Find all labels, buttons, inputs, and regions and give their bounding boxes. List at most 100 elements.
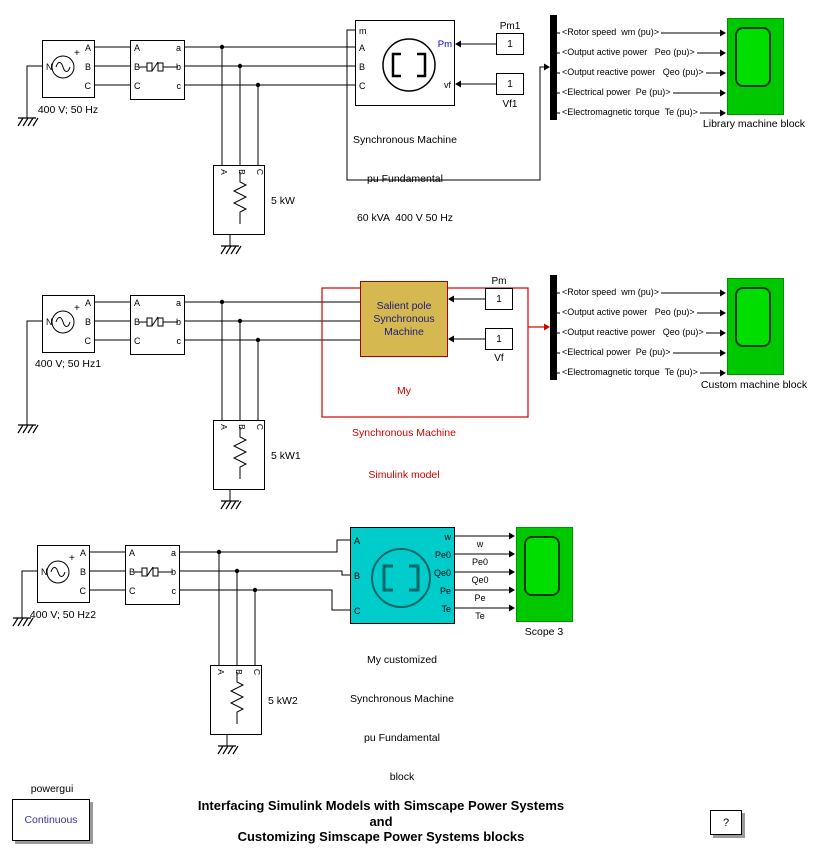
load-block-row3[interactable]: A B C xyxy=(210,665,262,735)
signal-label: <Rotor speed wm (pu)> xyxy=(560,287,662,298)
scope-block-row3[interactable] xyxy=(516,527,573,622)
three-phase-source-block-row3[interactable]: N + A B C xyxy=(37,545,90,603)
breaker-block-row1[interactable]: A B C a b c xyxy=(130,40,185,100)
powergui-title: powergui xyxy=(30,783,74,795)
port-b: B xyxy=(234,669,244,675)
port-b: B xyxy=(134,62,141,72)
port-b: B xyxy=(129,567,136,577)
signal-label: <Output active power Peo (pu)> xyxy=(560,307,697,318)
scope-label-row1: Library machine block xyxy=(702,118,806,130)
load-label-row3: 5 kW2 xyxy=(268,695,298,707)
wire-label-pe0: Pe0 xyxy=(462,557,498,568)
polarity-plus: + xyxy=(69,553,75,564)
three-phase-source-block-row2[interactable]: N + A B C xyxy=(42,295,95,353)
port-b: B xyxy=(84,62,91,72)
port-a: A xyxy=(354,536,361,546)
port-a: A xyxy=(84,43,91,53)
port-c: C xyxy=(134,336,141,346)
wire-label-te: Te xyxy=(462,611,498,622)
breaker-block-row3[interactable]: A B C a b c xyxy=(125,545,180,605)
port-c: C xyxy=(359,81,366,91)
port-a-out: a xyxy=(175,298,181,308)
signal-label: <Rotor speed wm (pu)> xyxy=(560,27,662,38)
constant-vf-block[interactable]: 1 xyxy=(485,328,513,350)
scope-label-row2: Custom machine block xyxy=(700,379,808,391)
constant-pm1-block[interactable]: 1 xyxy=(496,33,524,55)
wire-label-w: w xyxy=(462,539,498,550)
port-c-out: c xyxy=(176,81,182,91)
constant-pm-block[interactable]: 1 xyxy=(485,288,513,310)
signal-label: <Electrical power Pe (pu)> xyxy=(560,347,673,358)
help-button[interactable]: ? xyxy=(710,810,742,835)
port-a: A xyxy=(129,548,136,558)
port-b-out: b xyxy=(175,62,181,72)
port-a-out: a xyxy=(175,43,181,53)
block-text-line: Synchronous xyxy=(373,312,435,325)
customized-machine-block-row3[interactable]: A B C w Pe0 Qe0 Pe Te xyxy=(350,527,455,624)
scope-screen xyxy=(735,287,771,347)
port-a: A xyxy=(79,548,86,558)
port-te: Te xyxy=(441,604,451,614)
scope-block-row1[interactable] xyxy=(727,18,784,115)
scope-screen xyxy=(524,536,560,596)
port-a: A xyxy=(216,669,226,675)
port-a-out: a xyxy=(170,548,176,558)
scope-label-row3: Scope 3 xyxy=(524,626,564,638)
load-block-row1[interactable]: A B C xyxy=(213,165,265,235)
powergui-mode: Continuous xyxy=(24,814,78,826)
load-label-row2: 5 kW1 xyxy=(271,450,301,462)
source-label-row2: 400 V; 50 Hz1 xyxy=(34,358,102,370)
port-c: C xyxy=(129,586,136,596)
breaker-block-row2[interactable]: A B C a b c xyxy=(130,295,185,355)
synchronous-machine-block-row1[interactable]: m A B C Pm vf xyxy=(355,20,455,106)
port-qe0: Qe0 xyxy=(433,568,451,578)
polarity-plus: + xyxy=(74,303,80,314)
port-a: A xyxy=(359,43,366,53)
bus-selector-row2[interactable] xyxy=(550,275,557,380)
machine-winding-icon xyxy=(382,38,436,92)
port-b: B xyxy=(84,317,91,327)
port-b: B xyxy=(134,317,141,327)
bus-selector-row1[interactable] xyxy=(550,15,557,120)
custom-simulink-machine-block[interactable]: Salient pole Synchronous Machine xyxy=(360,281,448,357)
port-pm: Pm xyxy=(437,39,452,50)
constant-vf-label: Vf xyxy=(494,353,504,364)
port-b: B xyxy=(237,169,247,175)
port-b-out: b xyxy=(175,317,181,327)
port-b: B xyxy=(354,571,361,581)
constant-vf1-block[interactable]: 1 xyxy=(496,73,524,95)
port-m: m xyxy=(359,26,367,36)
port-a: A xyxy=(219,169,229,175)
scope-block-row2[interactable] xyxy=(727,278,784,375)
port-a: A xyxy=(219,424,229,430)
port-c: C xyxy=(84,336,92,346)
block-text-line: Salient pole xyxy=(376,299,432,312)
signal-label: <Output reactive power Qeo (pu)> xyxy=(560,67,706,78)
port-c-out: c xyxy=(176,336,182,346)
signal-label: <Electromagnetic torque Te (pu)> xyxy=(560,367,700,378)
signal-label: <Electrical power Pe (pu)> xyxy=(560,87,673,98)
wire-label-qe0: Qe0 xyxy=(462,575,498,586)
port-w: w xyxy=(444,532,452,542)
wire-label-pe: Pe xyxy=(462,593,498,604)
source-label-row3: 400 V; 50 Hz2 xyxy=(29,609,97,621)
port-b-out: b xyxy=(170,567,176,577)
port-neutral: N xyxy=(41,567,48,577)
junction-dots xyxy=(216,44,261,593)
signal-label: <Output active power Peo (pu)> xyxy=(560,47,697,58)
port-c: C xyxy=(255,168,265,176)
port-a: A xyxy=(84,298,91,308)
machine-label-row3: My customized Synchronous Machine pu Fun… xyxy=(350,654,454,783)
port-c: C xyxy=(255,423,265,431)
machine-annotation-row2: My Synchronous Machine Simulink model xyxy=(352,385,456,481)
port-vf: vf xyxy=(443,80,451,90)
port-neutral: N xyxy=(46,317,53,327)
load-label-row1: 5 kW xyxy=(271,195,295,207)
block-text-line: Machine xyxy=(384,325,424,338)
three-phase-source-block-row1[interactable]: N + A B C xyxy=(42,40,95,98)
powergui-block[interactable]: Continuous xyxy=(12,799,90,841)
signal-label: <Output reactive power Qeo (pu)> xyxy=(560,327,706,338)
load-block-row2[interactable]: A B C xyxy=(213,420,265,490)
port-a: A xyxy=(134,298,141,308)
